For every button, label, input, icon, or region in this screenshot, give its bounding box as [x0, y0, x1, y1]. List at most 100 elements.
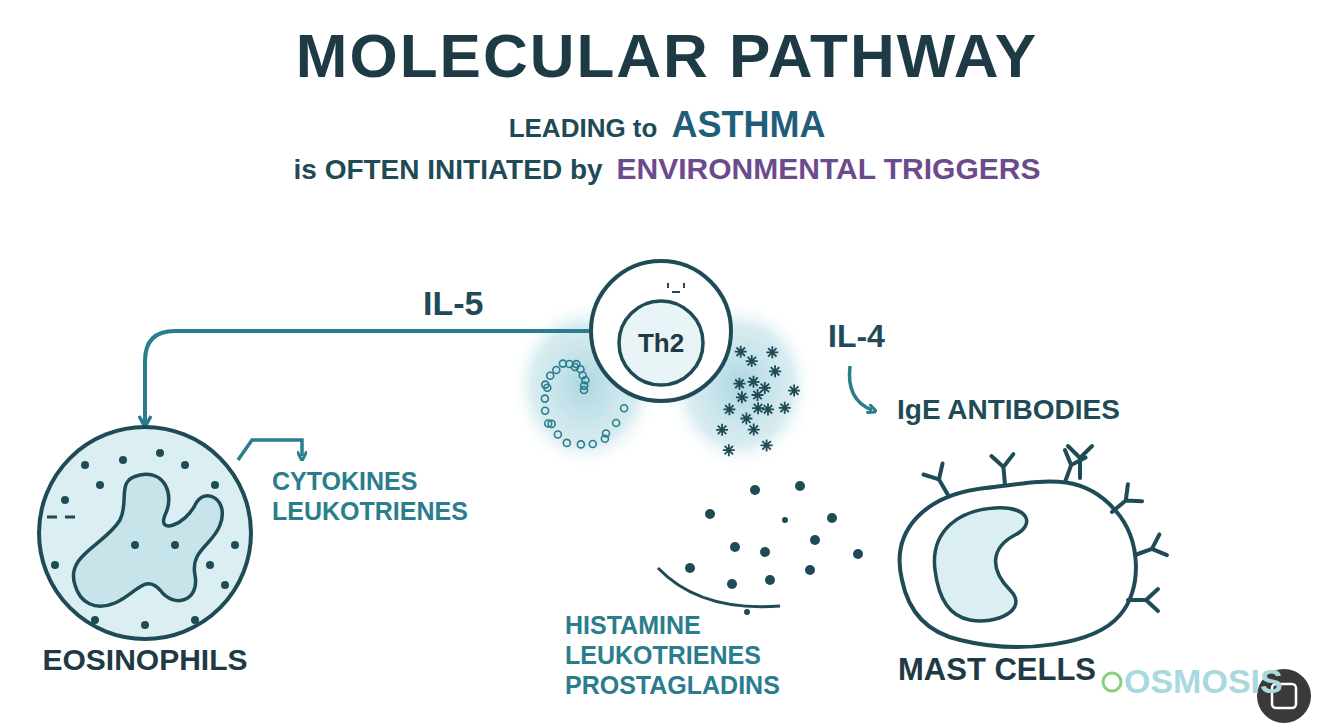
mediator-dot: [782, 517, 788, 523]
granule: [206, 561, 214, 569]
subtitle-text: ENVIRONMENTAL TRIGGERS: [617, 152, 1041, 186]
subtitle-text: ASTHMA: [671, 104, 825, 146]
annotation: IL-4: [828, 318, 885, 355]
cell-nucleus: [934, 508, 1026, 621]
cytokine-particle: [759, 382, 771, 394]
cytokine-particle: [788, 385, 800, 397]
mediator-dot: [685, 563, 695, 573]
watermark: OSMOSIS: [1124, 662, 1283, 701]
subtitle-text: LEADING to: [509, 113, 658, 144]
cytokine-particle: [554, 431, 561, 438]
mediator-dot: [730, 542, 740, 552]
cytokine-particle: [766, 346, 778, 358]
annotation: CYTOKINES LEUKOTRIENES: [272, 466, 468, 526]
subtitle-line: LEADING to ASTHMA: [0, 104, 1334, 146]
ige-antibody: [991, 454, 1016, 486]
cytokine-particle: [752, 402, 764, 414]
granule: [119, 456, 127, 464]
cytokine-particle: [541, 395, 548, 402]
cytokine-particle: [571, 364, 578, 371]
cytokine-particle: [547, 372, 554, 379]
cell-membrane: [39, 427, 251, 639]
cell-name: EOSINOPHILS: [25, 643, 265, 677]
annotation: IgE ANTIBODIES: [897, 394, 1120, 426]
cytokine-particle: [736, 391, 748, 403]
granule: [221, 581, 229, 589]
granule: [211, 481, 219, 489]
cytokine-particle: [579, 372, 586, 379]
ige-receptor: [1105, 484, 1142, 520]
cytokine-particle: [544, 384, 551, 391]
title: MOLECULAR PATHWAY: [0, 20, 1334, 91]
granule: [51, 561, 59, 569]
cytokine-particle: [734, 378, 746, 390]
cytokine-particle: [581, 382, 588, 389]
cytokine-particle: [589, 441, 596, 448]
ige-receptor: [1128, 589, 1158, 611]
cytokine-particle: [723, 403, 735, 415]
granule: [61, 496, 69, 504]
cell-membrane: [900, 482, 1136, 647]
mediator-dot: [805, 565, 815, 575]
cytokine-particle: [779, 402, 791, 414]
cell-nucleus: [73, 474, 222, 606]
cytokine-particle: [735, 346, 747, 358]
bracket: [658, 568, 780, 607]
granule: [96, 481, 104, 489]
mediator-dot: [795, 481, 805, 491]
mediator-dots: [685, 481, 863, 615]
t-cell: Th2: [588, 258, 734, 404]
leader-arrow: [238, 440, 302, 460]
mediator-dot: [750, 485, 760, 495]
mediator-dot: [705, 509, 715, 519]
cytokine-particle: [762, 403, 774, 415]
signal-arrow: [145, 331, 588, 422]
cytokine-particle: [542, 407, 549, 414]
cytokine-particle: [613, 420, 620, 427]
cytokine-particle: [723, 444, 735, 456]
cytokine-particle: [740, 413, 752, 425]
cytokine-particle: [577, 441, 584, 448]
granule: [191, 616, 199, 624]
granule: [141, 621, 149, 629]
cytokine-particle: [761, 439, 773, 451]
annotation: HISTAMINE LEUKOTRIENES PROSTAGLADINS: [565, 610, 780, 700]
eosinophil-cell: EOSINOPHILS: [25, 425, 265, 683]
ige-receptor: [1131, 534, 1167, 565]
granule: [171, 541, 179, 549]
cytokine-particle: [769, 365, 781, 377]
subtitle-text: is OFTEN INITIATED by: [294, 154, 603, 186]
mast-cell: MAST CELLS: [880, 440, 1160, 698]
mediator-dot: [744, 609, 750, 615]
mediator-dot: [810, 535, 820, 545]
cell-name: MAST CELLS: [898, 652, 1096, 688]
mediator-dot: [853, 549, 863, 559]
cytokine-particle: [563, 439, 570, 446]
granule: [181, 461, 189, 469]
cytokine-particle: [553, 367, 560, 374]
mediator-dot: [760, 547, 770, 557]
ige-antibody: [1128, 589, 1158, 611]
granule: [131, 541, 139, 549]
granule: [81, 461, 89, 469]
cytokine-particle: [748, 376, 760, 388]
granule: [91, 616, 99, 624]
ige-antibody: [1055, 450, 1086, 486]
mediator-dot: [765, 575, 775, 585]
edge-label: IL-5: [420, 284, 486, 323]
leader-arrow: [849, 366, 872, 410]
cytokine-particle: [548, 420, 555, 427]
subtitle-line: is OFTEN INITIATED by ENVIRONMENTAL TRIGG…: [0, 152, 1334, 186]
ige-antibody: [923, 464, 957, 501]
cytokine-particle: [603, 430, 610, 437]
ige-antibody: [1105, 484, 1142, 520]
cytokine-particle: [746, 355, 758, 367]
cell-label: Th2: [588, 328, 734, 359]
cytokine-particle: [748, 424, 760, 436]
ige-receptor: [923, 464, 957, 501]
cell-face: [668, 283, 684, 292]
ige-antibody: [1131, 534, 1167, 565]
mediator-dot: [827, 513, 837, 523]
cell-face: [47, 516, 75, 519]
mediator-dot: [727, 579, 737, 589]
